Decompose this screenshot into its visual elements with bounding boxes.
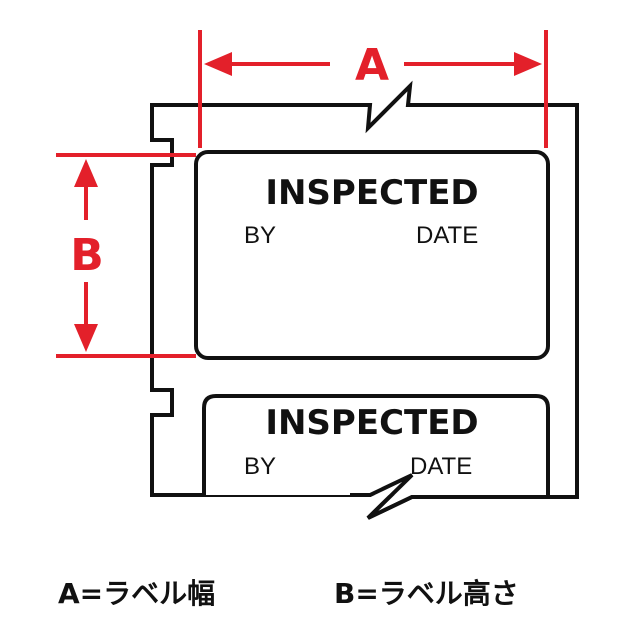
label-1-by-field: BY — [244, 222, 276, 249]
label-1-date-field: DATE — [416, 222, 478, 249]
label-2-by-field: BY — [244, 453, 276, 480]
dimension-a — [198, 30, 548, 148]
dimension-a-letter: A — [355, 40, 389, 91]
caption-width: A=ラベル幅 — [58, 577, 216, 610]
caption-height: B=ラベル高さ — [334, 577, 519, 610]
label-1-title: INSPECTED — [265, 173, 478, 213]
dimension-b — [56, 153, 196, 358]
dimension-b-arrow-top — [74, 159, 98, 187]
dimension-a-arrow-right — [514, 52, 542, 76]
label-2-title: INSPECTED — [265, 403, 478, 443]
dimension-b-letter: B — [70, 230, 104, 281]
liner-bottom-notch — [350, 473, 430, 520]
dimension-b-arrow-bottom — [74, 324, 98, 352]
label-2 — [202, 394, 550, 495]
label-2-date-field: DATE — [410, 453, 472, 480]
label-1 — [194, 150, 550, 360]
dimension-a-arrow-left — [204, 52, 232, 76]
